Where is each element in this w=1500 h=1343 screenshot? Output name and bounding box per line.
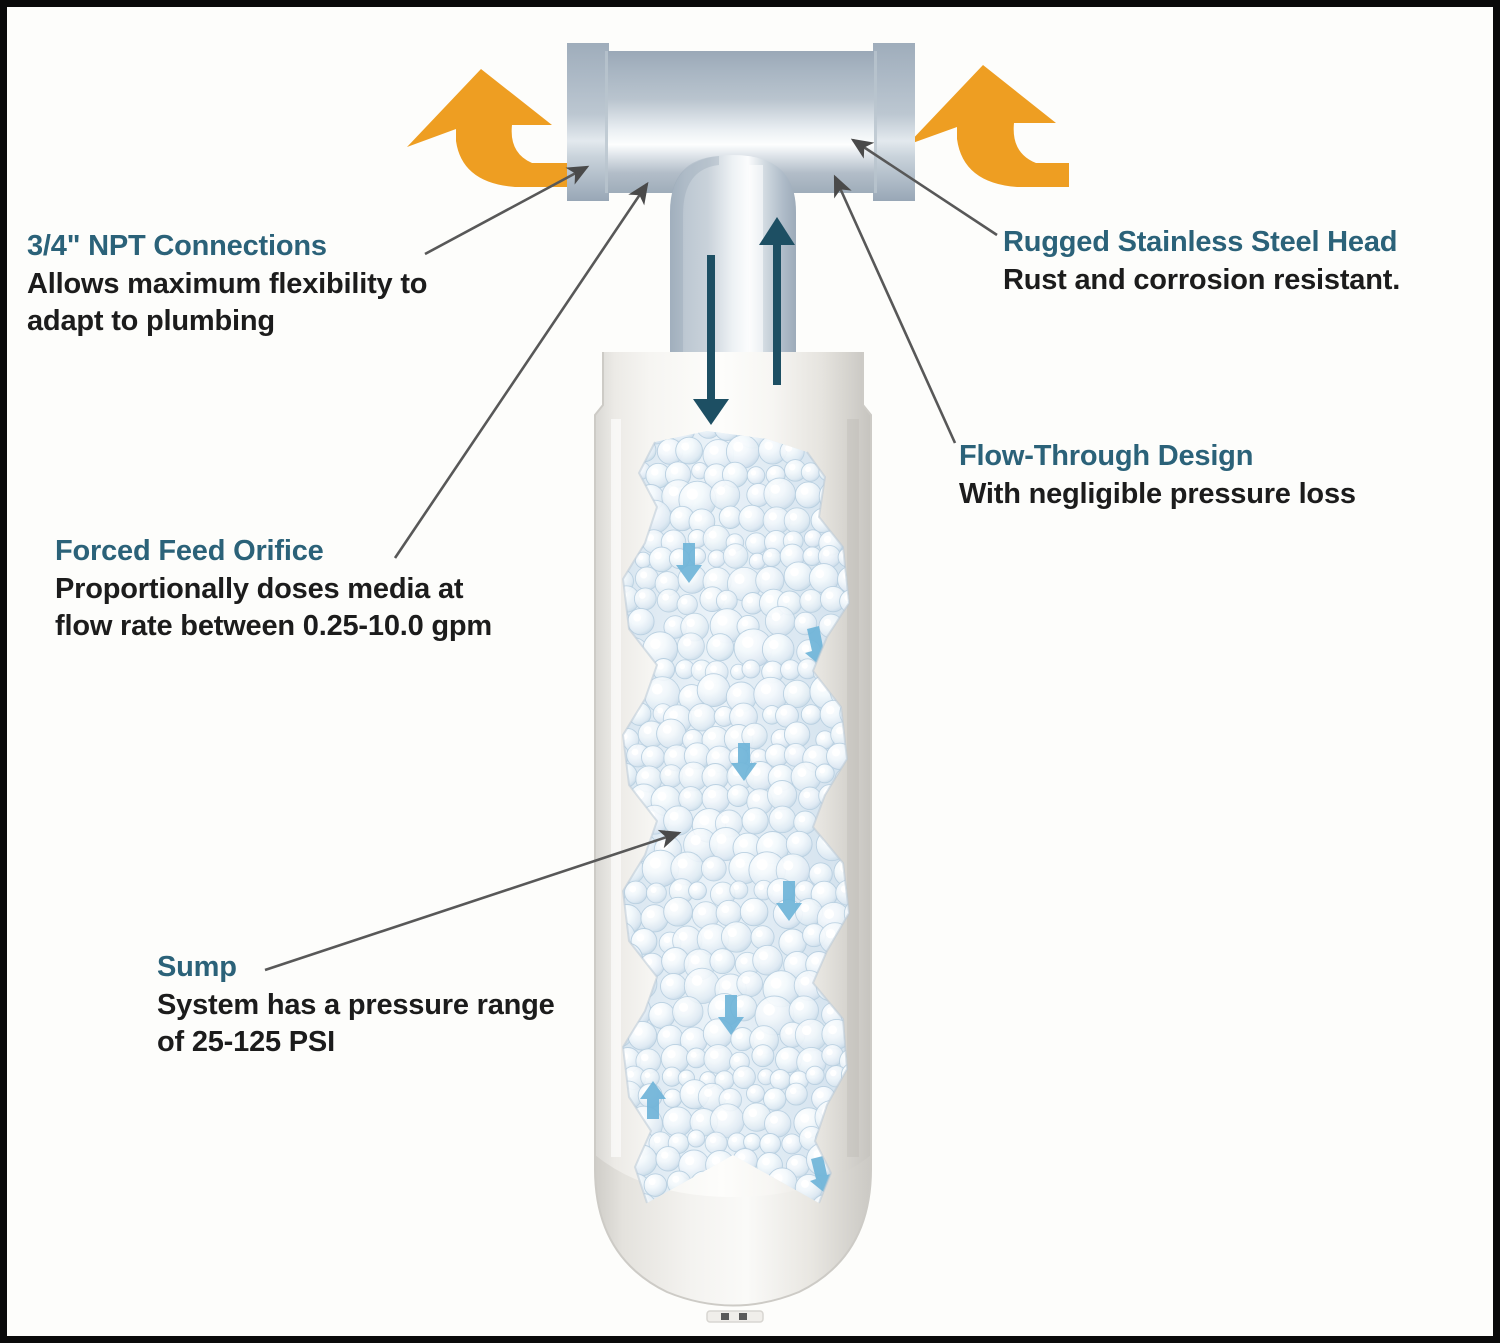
downflow-arrow [693,255,729,425]
callout-body-stainless-steel-head: Rust and corrosion resistant. [1003,264,1401,297]
inlet-flow-arrow [407,69,567,187]
sump-bottom-vent [706,1310,764,1323]
media-bed [623,431,849,1203]
callout-heading-sump: Sump [157,951,237,983]
callout-body-sump: System has a pressure range of 25-125 PS… [157,989,555,1059]
callout-heading-forced-feed-orifice: Forced Feed Orifice [55,535,324,567]
riser-tube [670,155,796,362]
callout-heading-npt-connections: 3/4" NPT Connections [27,230,327,262]
diagram-canvas: 3/4" NPT Connections Allows maximum flex… [7,7,1493,1336]
media-flow-arrows [640,543,834,1194]
outlet-flow-arrow [907,65,1069,187]
leader-stainless-steel-head [850,138,998,237]
callout-flow-through-design: Flow-Through Design With negligible pres… [959,439,1389,513]
callout-npt-connections: 3/4" NPT Connections Allows maximum flex… [27,229,497,340]
upflow-arrow [759,217,795,385]
filter-cutaway-illustration [264,43,1069,1323]
callout-heading-flow-through-design: Flow-Through Design [959,440,1254,472]
callout-body-flow-through-design: With negligible pressure loss [959,478,1356,511]
callout-sump: Sump System has a pressure range of 25-1… [157,950,577,1061]
left-npt-flange [567,43,609,201]
leader-npt-connections [424,165,590,256]
callout-body-npt-connections: Allows maximum flexibility to adapt to p… [27,268,428,338]
callout-body-forced-feed-orifice: Proportionally doses media at flow rate … [55,573,492,643]
leader-sump [264,829,682,972]
callout-forced-feed-orifice: Forced Feed Orifice Proportionally doses… [55,534,525,645]
callout-heading-stainless-steel-head: Rugged Stainless Steel Head [1003,226,1398,258]
leader-forced-feed-orifice [393,181,649,559]
right-npt-flange [873,43,915,201]
leader-flow-through-design [833,174,957,444]
callout-stainless-steel-head: Rugged Stainless Steel Head Rust and cor… [1003,225,1493,299]
